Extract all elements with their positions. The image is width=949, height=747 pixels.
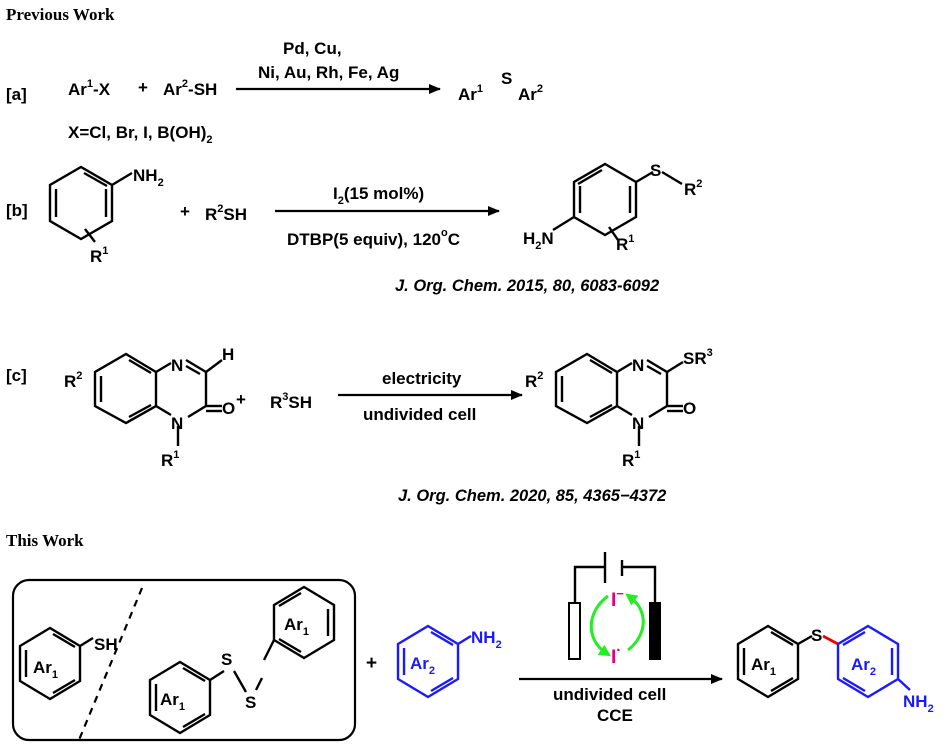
scheme-b-reference: J. Org. Chem. 2015, 80, 6083-6092: [395, 277, 659, 295]
scheme-c-product: [554, 352, 684, 446]
scheme-c-r1: R1: [161, 449, 179, 470]
scheme-c-condition-bottom: undivided cell: [363, 405, 476, 424]
this-work-plus: +: [366, 653, 377, 674]
disulfide-s2: S: [245, 693, 256, 712]
thiophenol-ar1: Ar1: [33, 658, 58, 681]
product-cs-bond: [822, 634, 839, 646]
aniline-ar2: Ar2: [410, 654, 435, 677]
scheme-b-aniline-ring: [48, 165, 133, 243]
this-work-condition-line2: CCE: [597, 706, 633, 725]
scheme-c-h: H: [222, 345, 234, 364]
scheme-c-product-n-top: N: [632, 356, 644, 375]
product-aryl-ring: [736, 624, 813, 699]
scheme-a-product-s: S: [501, 69, 512, 88]
scheme-c-product-r1: R1: [622, 449, 640, 470]
scheme-a-catalysts-line2: Ni, Au, Rh, Fe, Ag: [258, 63, 399, 82]
this-work-condition-line1: undivided cell: [553, 685, 666, 704]
scheme-c-product-o: O: [683, 399, 696, 418]
electrochemical-cell: [568, 552, 661, 660]
disulfide-left-ring: [148, 660, 248, 735]
scheme-b-thiol: R2SH: [205, 203, 247, 224]
scheme-b-condition-bottom: DTBP(5 equiv), 120oC: [287, 227, 460, 249]
scheme-b-plus: +: [180, 202, 190, 221]
scheme-a-reactant2: Ar2-SH: [163, 78, 217, 99]
scheme-c-product-r2: R2: [525, 370, 543, 391]
thiophenol-ring: [18, 626, 94, 701]
scheme-b-condition-top: I2(15 mol%): [333, 184, 424, 207]
scheme-c-plus: +: [236, 390, 246, 409]
scheme-c-o: O: [222, 399, 235, 418]
previous-work-heading: Previous Work: [6, 5, 115, 24]
scheme-c-product-sr3: SR3: [683, 347, 713, 368]
product-ar1: Ar1: [751, 655, 776, 678]
scheme-b-product-h2n: H2N: [523, 229, 554, 252]
scheme-c-quinoxalinone: [93, 352, 223, 446]
thiophenol-sh: SH: [94, 635, 118, 654]
scheme-c-r2: R2: [64, 370, 82, 391]
substrate-divider: [77, 587, 144, 741]
aniline-ring: [396, 624, 472, 699]
anode-electrode: [568, 602, 581, 660]
scheme-c-product-n-bottom: N: [632, 414, 644, 433]
scheme-c-n-bottom: N: [171, 414, 183, 433]
substrate-box: [11, 578, 357, 742]
product-nh2: NH2: [903, 692, 934, 715]
scheme-c-condition-top: electricity: [382, 369, 462, 388]
scheme-b-label: [b]: [6, 201, 28, 220]
cathode-electrode: [649, 602, 661, 660]
scheme-c-n-top: N: [171, 356, 183, 375]
scheme-b-product-ring: [552, 162, 683, 241]
scheme-a-label: [a]: [6, 85, 27, 104]
scheme-b-nh2: NH2: [133, 166, 164, 189]
scheme-b-product-s: S: [650, 161, 661, 180]
scheme-c-reference: J. Org. Chem. 2020, 85, 4365−4372: [398, 487, 666, 505]
iodide-ion: I−: [611, 586, 624, 611]
this-work-heading: This Work: [6, 531, 84, 550]
green-cycle-arrow-left: [589, 594, 612, 657]
scheme-a-reactant1: Ar1-X: [68, 78, 111, 99]
scheme-a-note: X=Cl, Br, I, B(OH)2: [68, 123, 213, 146]
disulfide-ar1-right: Ar1: [284, 615, 309, 638]
product-aniline-ring: [836, 624, 911, 699]
scheme-c-label: [c]: [6, 366, 27, 385]
disulfide-right-ring: [254, 585, 336, 691]
green-cycle-arrow-right: [625, 593, 645, 652]
disulfide-ar1-left: Ar1: [160, 690, 185, 713]
scheme-a-plus: +: [138, 78, 148, 97]
product-ar2: Ar2: [851, 655, 876, 678]
scheme-b-r1: R1: [90, 245, 108, 266]
scheme-c-thiol: R3SH: [270, 391, 312, 412]
scheme-b-product-r1: R1: [616, 233, 634, 254]
scheme-a-product: Ar1: [458, 83, 483, 104]
product-s: S: [811, 626, 822, 645]
disulfide-s1: S: [221, 650, 232, 669]
scheme-a-product-ar2: Ar2: [518, 83, 543, 104]
iodine-radical: I·: [611, 642, 621, 668]
scheme-a-catalysts-line1: Pd, Cu,: [283, 39, 342, 58]
aniline-nh2: NH2: [471, 628, 502, 651]
scheme-b-product-r2: R2: [684, 178, 702, 199]
